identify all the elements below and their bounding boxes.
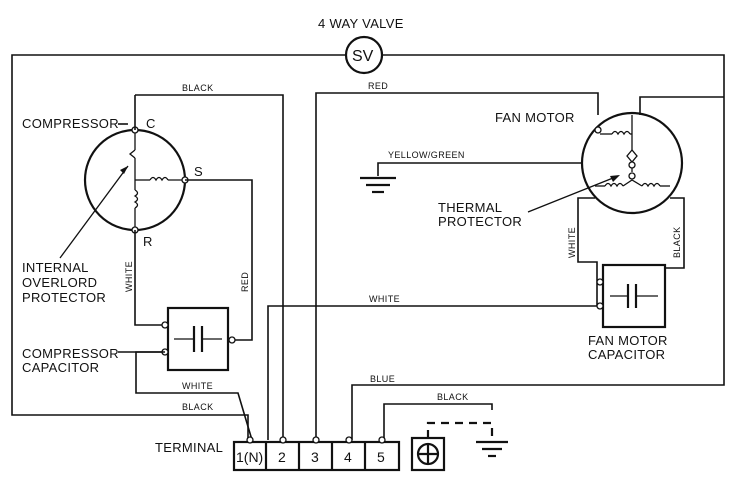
svg-text:PROTECTOR: PROTECTOR — [438, 214, 522, 229]
white-r-wire — [134, 230, 165, 326]
earth-dashed-wire — [426, 421, 494, 440]
wire-label-black-fan: BLACK — [672, 226, 682, 258]
wire-label-white-mid: WHITE — [369, 294, 400, 304]
white-cap-to-terminal-wire — [135, 351, 253, 441]
fan-top-right-wire — [639, 96, 724, 115]
wire-label-white-fan: WHITE — [567, 227, 577, 258]
svg-text:CAPACITOR: CAPACITOR — [588, 347, 665, 362]
red-top-wire — [315, 92, 599, 440]
terminal-cell-1: 1(N) — [236, 449, 263, 465]
wire-label-red-top: RED — [368, 81, 388, 91]
svg-text:FAN MOTOR: FAN MOTOR — [588, 333, 668, 348]
yellow-green-wire — [377, 162, 581, 176]
fan-capacitor-symbol — [610, 284, 658, 308]
wire-label-blue: BLUE — [370, 374, 395, 384]
svg-text:CAPACITOR: CAPACITOR — [22, 360, 99, 375]
compressor-capacitor — [166, 306, 230, 372]
valve-to-fan-wire — [351, 54, 725, 440]
terminal-cell-5: 5 — [377, 449, 385, 465]
svg-text:THERMAL: THERMAL — [438, 200, 502, 215]
overload-protector-label: INTERNAL OVERLORD PROTECTOR — [22, 260, 106, 305]
overload-pointer-arrow — [120, 166, 128, 174]
compressor-label: COMPRESSOR — [22, 116, 119, 131]
fan-white-wire — [577, 197, 598, 306]
wire-label-white-low: WHITE — [182, 381, 213, 391]
wire-label-black-right: BLACK — [437, 392, 469, 402]
compressor-capacitor-symbol — [174, 326, 222, 352]
valve-symbol-label: SV — [352, 48, 374, 65]
terminal-cell-4: 4 — [344, 449, 352, 465]
compressor-pin-r: R — [143, 234, 153, 249]
outer-loop-wire — [11, 54, 346, 440]
fan-motor-label: FAN MOTOR — [495, 110, 575, 125]
valve-title: 4 WAY VALVE — [318, 16, 404, 31]
compressor-capacitor-label: COMPRESSOR CAPACITOR — [22, 346, 119, 375]
compressor-pin-c: C — [146, 116, 156, 131]
fan-black-wire — [665, 197, 685, 269]
svg-text:OVERLORD: OVERLORD — [22, 275, 97, 290]
thermal-pointer-arrow — [610, 175, 620, 182]
thermal-protector-label: THERMAL PROTECTOR — [438, 200, 522, 229]
wire-label-black-low: BLACK — [182, 402, 214, 412]
fan-motor — [580, 111, 684, 215]
terminal-block: 1(N) 2 3 4 5 — [232, 440, 401, 472]
black-c-wire — [134, 94, 284, 440]
white-mid-wire — [267, 305, 597, 440]
terminal-cell-2: 2 — [278, 449, 286, 465]
wire-label-red-compressor: RED — [240, 272, 250, 292]
ground-symbol-terminal — [476, 440, 508, 458]
fan-capacitor-label: FAN MOTOR CAPACITOR — [588, 333, 668, 362]
wire-label-yellow-green: YELLOW/GREEN — [388, 150, 465, 160]
compressor-windings — [128, 130, 185, 230]
terminal-label: TERMINAL — [155, 440, 223, 455]
terminal-cell-3: 3 — [311, 449, 319, 465]
svg-text:COMPRESSOR: COMPRESSOR — [22, 346, 119, 361]
black-right-wire — [383, 403, 493, 440]
fan-motor-capacitor — [601, 263, 667, 329]
ground-symbol-fan — [360, 176, 396, 194]
svg-text:INTERNAL: INTERNAL — [22, 260, 89, 275]
red-s-wire — [185, 179, 253, 341]
wire-label-black-top: BLACK — [182, 83, 214, 93]
svg-text:PROTECTOR: PROTECTOR — [22, 290, 106, 305]
compressor-pin-s: S — [194, 164, 203, 179]
wire-label-white-compressor: WHITE — [124, 261, 134, 292]
